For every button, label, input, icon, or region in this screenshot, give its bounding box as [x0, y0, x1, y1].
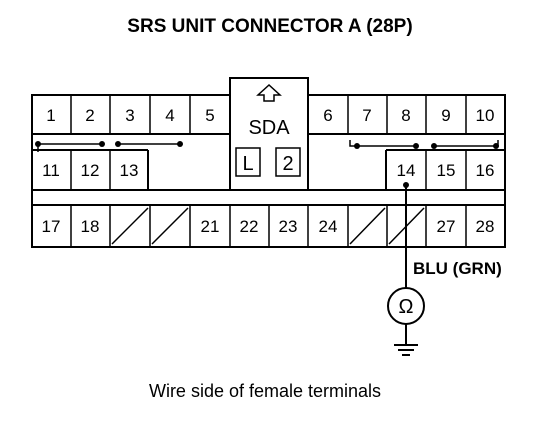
diagram-caption: Wire side of female terminals — [149, 381, 381, 401]
terminal-number: 10 — [476, 106, 495, 125]
terminal-number: 14 — [397, 161, 416, 180]
diagram-title: SRS UNIT CONNECTOR A (28P) — [127, 16, 412, 37]
terminal-number: 3 — [125, 106, 134, 125]
up-arrow-icon — [256, 83, 282, 102]
terminal-number: 27 — [437, 217, 456, 236]
terminal-number: 7 — [362, 106, 371, 125]
sda-label: SDA — [248, 117, 290, 139]
key-l-box — [235, 147, 261, 177]
terminal-number: 6 — [323, 106, 332, 125]
key-2-box — [275, 147, 301, 177]
wire-color-label: BLU (GRN) — [413, 259, 502, 278]
terminal-number: 12 — [81, 161, 100, 180]
terminal-number: 8 — [401, 106, 410, 125]
terminal-number: 13 — [120, 161, 139, 180]
terminal-number: 18 — [81, 217, 100, 236]
terminal-number: 21 — [201, 217, 220, 236]
bottom-row-dividers — [70, 205, 467, 247]
terminal-number: 17 — [42, 217, 61, 236]
probe-contact-dot — [403, 182, 409, 188]
terminal-number: 24 — [319, 217, 338, 236]
key-2-label: 2 — [282, 153, 293, 175]
terminal-number: 5 — [205, 106, 214, 125]
terminal-number: 1 — [46, 106, 55, 125]
top-row-dividers — [70, 95, 467, 134]
terminal-number: 11 — [42, 161, 60, 180]
terminal-number: 16 — [476, 161, 495, 180]
middle-row-dividers — [70, 150, 467, 190]
key-l-label: L — [242, 153, 253, 175]
ground-icon — [394, 344, 418, 356]
empty-cavity-marks — [111, 207, 425, 245]
shorting-bar-right — [349, 140, 499, 149]
terminal-number: 9 — [441, 106, 450, 125]
terminal-number: 22 — [240, 217, 259, 236]
shorting-bar-left — [35, 141, 183, 152]
bottom-row-terminals: 17 18 21 22 23 24 27 28 — [42, 217, 495, 236]
terminal-number: 15 — [437, 161, 456, 180]
middle-row-terminals: 11 12 13 14 15 16 — [42, 161, 494, 180]
terminal-number: 23 — [279, 217, 298, 236]
terminal-number: 4 — [165, 106, 174, 125]
top-row-terminals: 1 2 3 4 5 6 7 8 9 10 — [46, 106, 494, 125]
terminal-number: 28 — [476, 217, 495, 236]
ohm-symbol: Ω — [399, 296, 414, 318]
terminal-number: 2 — [85, 106, 94, 125]
